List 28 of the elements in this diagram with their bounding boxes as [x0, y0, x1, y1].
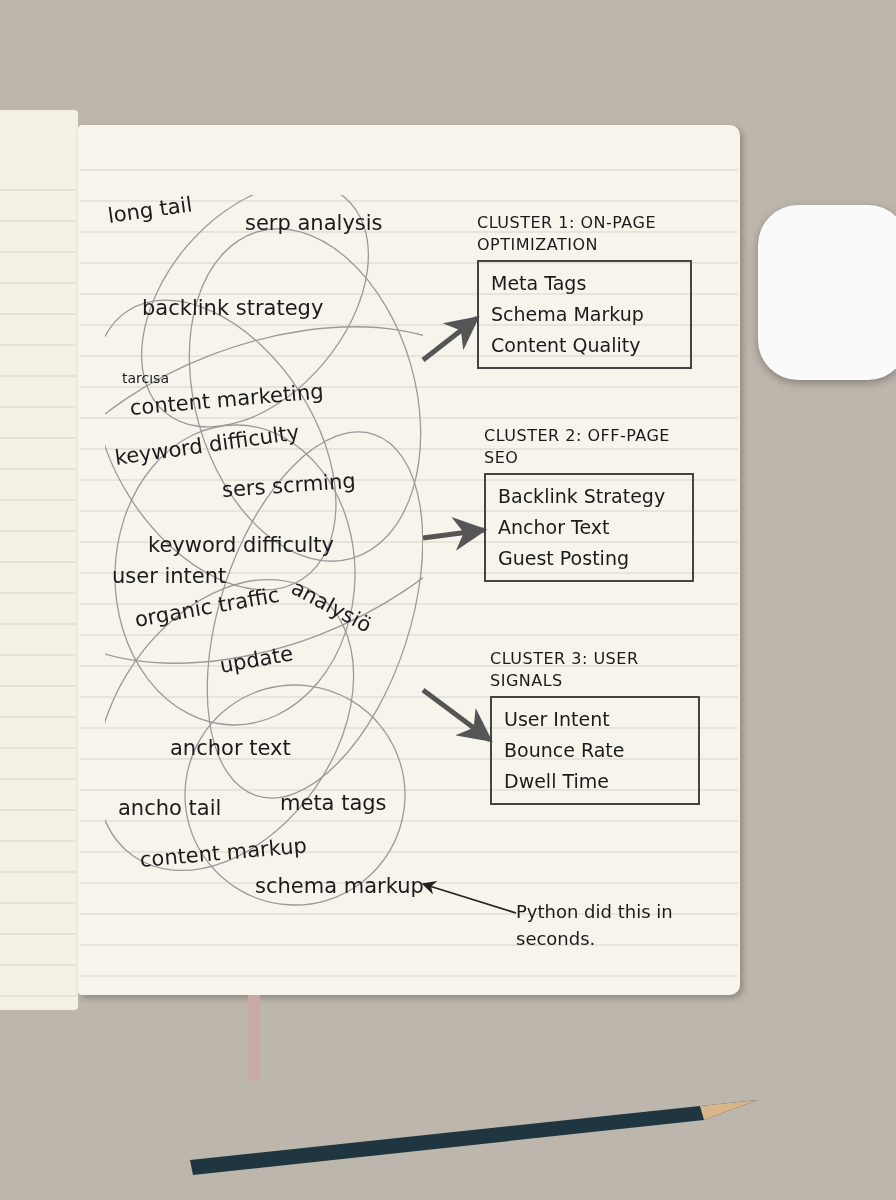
arrow — [422, 517, 488, 551]
list-item: Backlink Strategy — [498, 484, 667, 509]
list-item: Bounce Rate — [504, 738, 626, 763]
keyword-text: content markup — [138, 832, 308, 873]
keyword-text: ancho tail — [118, 795, 222, 821]
arrow — [421, 315, 480, 362]
list-item: Anchor Text — [498, 515, 611, 540]
keyword-text: long tail — [106, 191, 194, 229]
arrow — [421, 688, 493, 743]
keyword-text: tarcısa — [122, 369, 169, 388]
handwritten-note: Python did this in seconds. — [516, 900, 674, 951]
list-item: Dwell Time — [504, 769, 610, 794]
keyword-text: anchor text — [170, 735, 291, 761]
keyword-text: serp analysis — [245, 210, 383, 236]
arrow — [421, 881, 517, 914]
list-item: Content Quality — [491, 333, 642, 358]
list-item: Guest Posting — [498, 546, 630, 571]
keyword-text: keyword difficulty — [148, 532, 334, 558]
list-item: Schema Markup — [491, 302, 645, 327]
keyword-text: schema markup — [255, 873, 424, 899]
cluster-heading: CLUSTER 1: ON-PAGE OPTIMIZATION — [477, 212, 658, 256]
keyword-text: backlink strategy — [142, 295, 324, 321]
list-item: Meta Tags — [491, 271, 588, 296]
keyword-text: meta tags — [280, 790, 387, 816]
cluster-heading: CLUSTER 2: OFF-PAGE SEO — [484, 425, 671, 469]
list-item: User Intent — [504, 707, 611, 732]
keyword-text: update — [217, 640, 296, 679]
cluster-heading: CLUSTER 3: USER SIGNALS — [490, 648, 640, 692]
